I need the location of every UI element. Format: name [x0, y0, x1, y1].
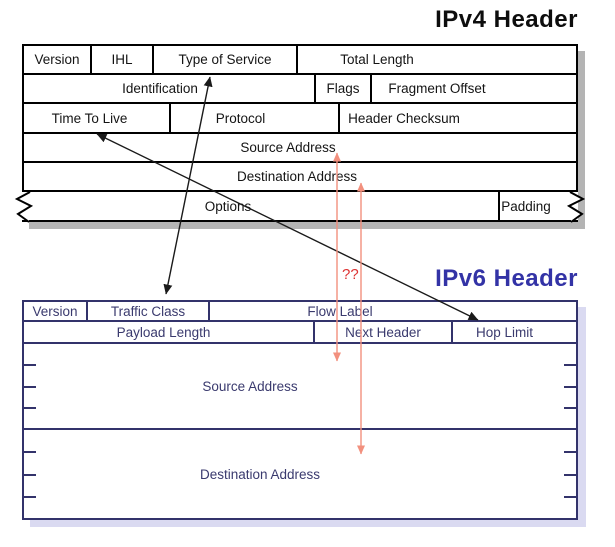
field-identification: Identification — [24, 75, 316, 103]
field-ihl: IHL — [92, 46, 154, 74]
field-ipv6-version: Version — [24, 302, 88, 320]
field-total-length: Total Length — [340, 52, 414, 68]
field-next-header: Next Header — [315, 322, 453, 342]
field-flow-label: Flow Label — [307, 303, 373, 319]
ipv6-source-row: Source Address — [24, 344, 576, 430]
ipv4-title: IPv4 Header — [435, 6, 578, 33]
ipv4-options-row: Options Padding — [22, 192, 578, 222]
field-ipv6-destination-address: Destination Address — [199, 466, 321, 482]
field-time-to-live: Time To Live — [24, 104, 171, 132]
field-ipv6-source-address: Source Address — [202, 378, 298, 394]
field-protocol: Protocol — [171, 104, 340, 132]
field-version: Version — [24, 46, 92, 74]
ipv4-row-5: Destination Address — [24, 163, 576, 190]
ipv4-header-table: Version IHL Type of Service Total Length… — [22, 44, 578, 222]
ipv6-row-1: Version Traffic Class Flow Label — [24, 302, 576, 322]
field-payload-length: Payload Length — [24, 322, 315, 342]
ipv4-row-3: Time To Live Protocol Header Checksum — [24, 104, 576, 134]
ipv4-row-4: Source Address — [24, 134, 576, 163]
ipv6-destination-row: Destination Address — [24, 430, 576, 518]
ipv6-row-2: Payload Length Next Header Hop Limit — [24, 322, 576, 344]
field-header-checksum: Header Checksum — [348, 110, 460, 126]
field-flags: Flags — [316, 75, 372, 103]
field-destination-address: Destination Address — [236, 168, 358, 184]
field-traffic-class: Traffic Class — [88, 302, 210, 320]
field-source-address: Source Address — [240, 139, 336, 155]
field-fragment-offset: Fragment Offset — [388, 81, 486, 97]
field-hop-limit: Hop Limit — [475, 324, 534, 340]
field-options: Options — [22, 192, 500, 220]
ipv6-title: IPv6 Header — [435, 265, 578, 292]
ipv4-fixed-rows: Version IHL Type of Service Total Length… — [22, 44, 578, 192]
ipv4-row-2: Identification Flags Fragment Offset — [24, 75, 576, 105]
field-type-of-service: Type of Service — [154, 46, 298, 74]
ipv4-row-1: Version IHL Type of Service Total Length — [24, 46, 576, 76]
ipv6-header-table: Version Traffic Class Flow Label Payload… — [22, 300, 578, 520]
field-padding: Padding — [501, 198, 551, 214]
question-marks-label: ?? — [342, 266, 359, 283]
